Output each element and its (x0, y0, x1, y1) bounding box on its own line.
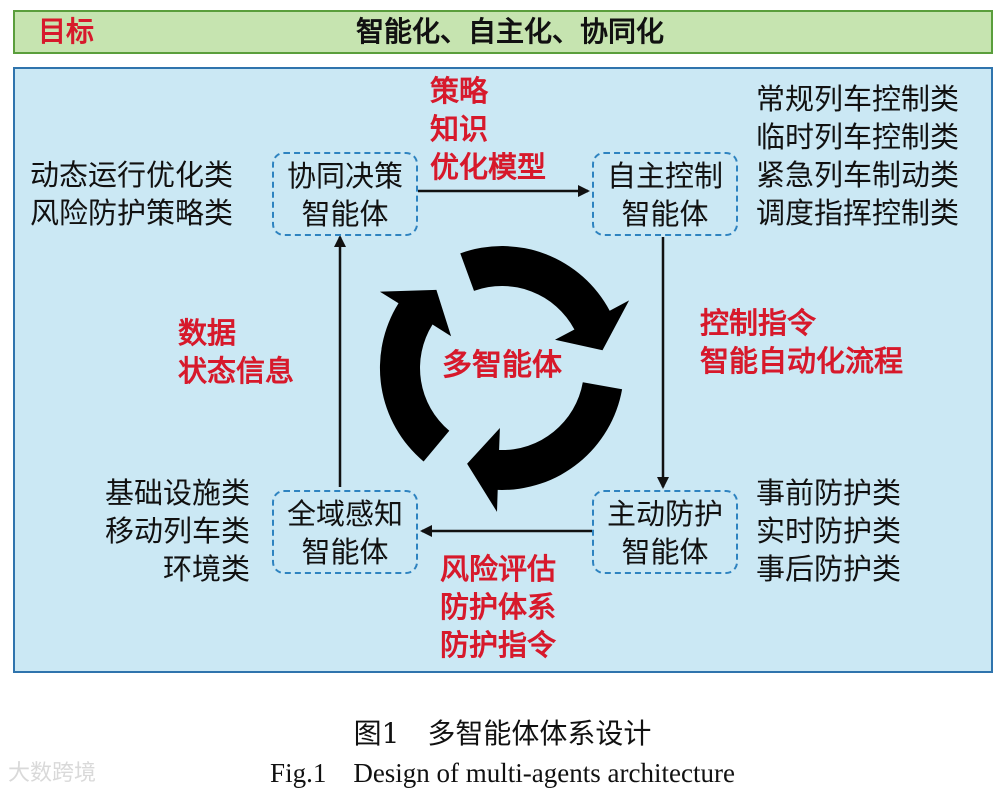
decision-categories: 动态运行优化类 风险防护策略类 (30, 156, 233, 232)
goal-label: 目标 (38, 15, 95, 48)
cycle-arrows-icon (379, 246, 630, 512)
flow-label: 优化模型 (430, 150, 547, 184)
figure-caption-cn: 图1 多智能体体系设计 (353, 717, 652, 750)
flow-decision-to-control: 策略 知识 优化模型 (430, 72, 546, 186)
flow-label: 知识 (430, 112, 489, 146)
cycle-arrow-segment-1 (460, 246, 630, 351)
multi-agent-center-label: 多智能体 (442, 348, 562, 383)
category-item: 移动列车类 (104, 514, 250, 548)
architecture-panel (13, 67, 993, 673)
flow-label: 状态信息 (178, 354, 295, 388)
flow-label: 智能自动化流程 (700, 344, 904, 378)
category-item: 调度指挥控制类 (756, 196, 960, 230)
figure-caption-en: Fig.1 Design of multi-agents architectur… (270, 758, 735, 788)
flow-label: 数据 (178, 316, 237, 350)
category-item: 基础设施类 (104, 476, 250, 510)
perception-agent-line2: 智能体 (301, 535, 389, 569)
flow-label: 控制指令 (700, 306, 817, 340)
decision-agent-line1: 协同决策 (286, 159, 403, 193)
flow-perception-to-decision: 数据 状态信息 (178, 314, 294, 390)
protection-agent-line1: 主动防护 (606, 497, 723, 531)
category-item: 环境类 (162, 552, 250, 586)
decision-agent-box: 协同决策 智能体 (272, 152, 418, 236)
perception-agent-line1: 全域感知 (286, 497, 403, 531)
protection-categories: 事前防护类 实时防护类 事后防护类 (756, 474, 901, 588)
flow-label: 策略 (430, 74, 489, 108)
category-item: 实时防护类 (756, 514, 902, 548)
category-item: 事后防护类 (756, 552, 902, 586)
flow-label: 防护指令 (440, 628, 557, 662)
perception-agent-box: 全域感知 智能体 (272, 490, 418, 574)
cycle-arrow-segment-3 (379, 289, 452, 462)
category-item: 临时列车控制类 (756, 120, 960, 154)
category-item: 风险防护策略类 (30, 196, 234, 230)
flow-label: 防护体系 (440, 590, 557, 624)
cycle-arrow-segment-2 (467, 382, 623, 512)
perception-categories: 基础设施类 移动列车类 环境类 (60, 474, 250, 588)
watermark-logo: 大数跨境 (8, 761, 97, 786)
category-item: 紧急列车制动类 (756, 158, 960, 192)
control-agent-line2: 智能体 (621, 197, 709, 231)
protection-agent-box: 主动防护 智能体 (592, 490, 738, 574)
category-item: 动态运行优化类 (30, 158, 234, 192)
goal-bar (13, 10, 993, 54)
category-item: 常规列车控制类 (756, 82, 960, 116)
decision-agent-line2: 智能体 (301, 197, 389, 231)
control-agent-box: 自主控制 智能体 (592, 152, 738, 236)
protection-agent-line2: 智能体 (621, 535, 709, 569)
flow-protection-to-perception: 风险评估 防护体系 防护指令 (440, 550, 556, 664)
control-agent-line1: 自主控制 (606, 159, 723, 193)
goal-text: 智能化、自主化、协同化 (355, 15, 664, 48)
flow-control-to-protection: 控制指令 智能自动化流程 (700, 304, 903, 380)
control-categories: 常规列车控制类 临时列车控制类 紧急列车制动类 调度指挥控制类 (756, 80, 959, 232)
flow-label: 风险评估 (440, 552, 557, 586)
category-item: 事前防护类 (756, 476, 902, 510)
